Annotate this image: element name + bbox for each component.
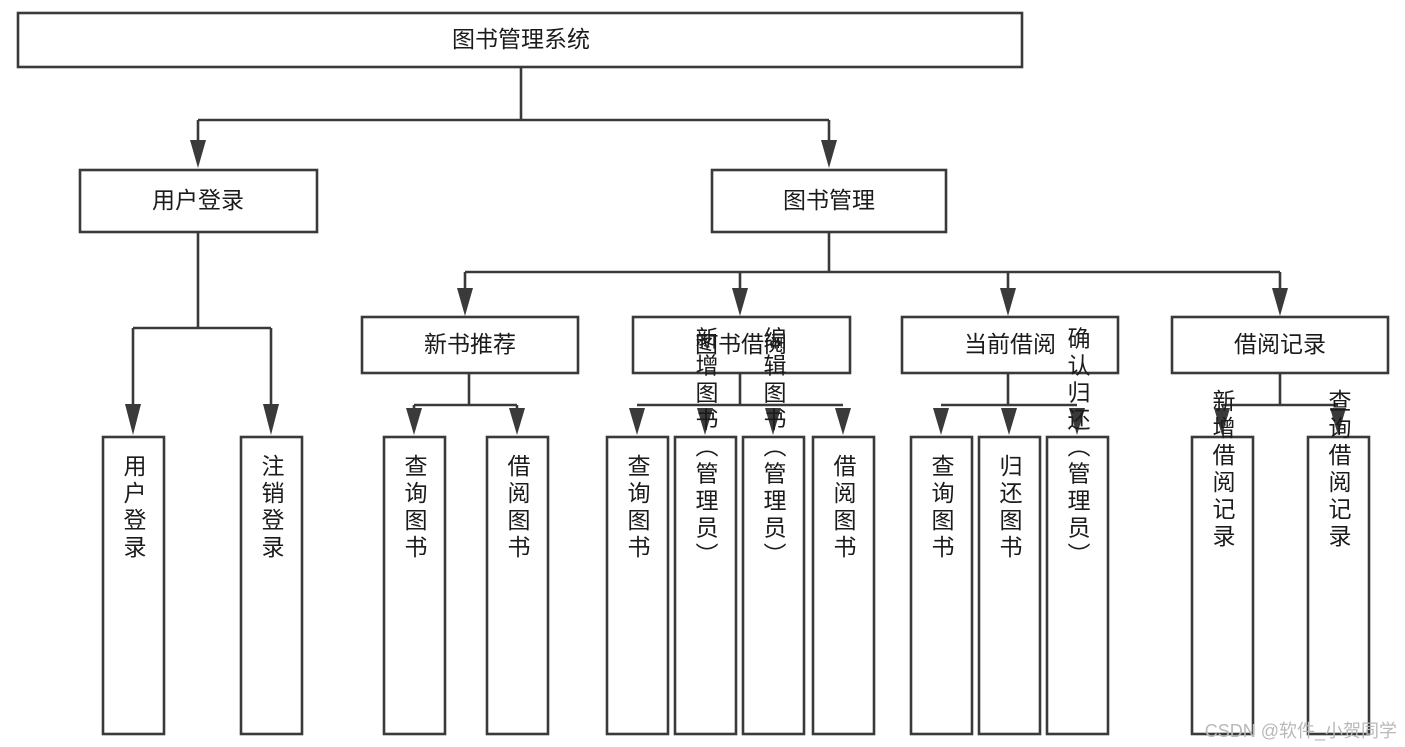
leaf-current-borrow-2-label: 归还图书 [996, 454, 1023, 562]
leaf-book-borrow-3-label: 编辑图书（管理员） [760, 327, 787, 570]
leaf-recommend-2-label: 借阅图书 [504, 454, 531, 562]
leaf-user-login-2-box[interactable] [239, 435, 304, 736]
arrow-head-user-login-leaf-2 [263, 404, 279, 435]
leaf-recommend-1-box[interactable] [382, 435, 447, 736]
arrow-head-recommend-leaf-2 [509, 408, 525, 435]
leaf-book-borrow-1-box[interactable] [605, 435, 670, 736]
leaf-user-login-1[interactable]: 用户登录 [101, 435, 166, 736]
node-new-book-recommend-box[interactable] [360, 315, 580, 375]
arrow-head-current-leaf-1 [933, 408, 949, 435]
leaf-book-borrow-4[interactable]: 借阅图书 [811, 435, 876, 736]
node-current-borrow-label: 当前借阅 [964, 331, 1056, 357]
leaf-user-login-1-box[interactable] [101, 435, 166, 736]
leaf-book-borrow-2[interactable]: 新增图书（管理员） [673, 327, 738, 736]
node-root-label: 图书管理系统 [452, 26, 590, 52]
arrow-head-current-leaf-2 [1001, 408, 1017, 435]
connector-layer [125, 67, 1346, 435]
leaf-book-borrow-3-box[interactable] [741, 435, 806, 736]
leaf-current-borrow-3[interactable]: 确认归还（管理员） [1045, 327, 1110, 736]
arrow-head-record [1272, 288, 1288, 316]
node-book-management-box[interactable] [710, 168, 948, 234]
leaf-current-borrow-1[interactable]: 查询图书 [909, 435, 974, 736]
node-book-management[interactable]: 图书管理 [710, 168, 948, 234]
node-borrow-record-box[interactable] [1170, 315, 1390, 375]
arrow-head-record-leaf-2 [1330, 408, 1346, 435]
node-current-borrow-box[interactable] [900, 315, 1120, 375]
node-root-box[interactable] [16, 11, 1024, 69]
leaf-recommend-1-label: 查询图书 [401, 454, 428, 562]
arrow-head-record-leaf-1 [1214, 408, 1230, 435]
arrow-head-borrow-leaf-2 [697, 408, 713, 435]
arrow-head-recommend-leaf-1 [406, 408, 422, 435]
node-book-borrow[interactable]: 图书借阅 [631, 315, 852, 375]
leaf-book-borrow-2-box[interactable] [673, 435, 738, 736]
leaf-book-borrow-4-label: 借阅图书 [830, 454, 857, 562]
node-book-borrow-box[interactable] [631, 315, 852, 375]
leaf-current-borrow-3-label: 确认归还（管理员） [1064, 327, 1091, 570]
node-user-login-box[interactable] [78, 168, 319, 234]
node-root[interactable]: 图书管理系统 [16, 11, 1024, 69]
arrow-head-current [1000, 288, 1016, 316]
leaf-current-borrow-2[interactable]: 归还图书 [977, 435, 1042, 736]
node-current-borrow[interactable]: 当前借阅 [900, 315, 1120, 375]
arrow-head-current-leaf-3 [1069, 408, 1085, 435]
leaf-current-borrow-1-label: 查询图书 [928, 454, 955, 562]
node-user-login[interactable]: 用户登录 [78, 168, 319, 234]
arrow-head-borrow [732, 288, 748, 316]
leaf-book-borrow-1[interactable]: 查询图书 [605, 435, 670, 736]
leaf-user-login-2[interactable]: 注销登录 [239, 435, 304, 736]
leaf-recommend-2[interactable]: 借阅图书 [485, 435, 550, 736]
node-new-book-recommend-label: 新书推荐 [424, 331, 516, 357]
leaf-user-login-2-label: 注销登录 [258, 454, 285, 562]
node-book-management-label: 图书管理 [783, 187, 875, 213]
leaf-borrow-record-1-box[interactable] [1190, 435, 1255, 736]
node-borrow-record[interactable]: 借阅记录 [1170, 315, 1390, 375]
leaf-recommend-1[interactable]: 查询图书 [382, 435, 447, 736]
leaf-recommend-2-box[interactable] [485, 435, 550, 736]
arrow-head-user-login [190, 140, 206, 168]
node-book-borrow-label: 图书借阅 [695, 331, 787, 357]
leaf-book-borrow-4-box[interactable] [811, 435, 876, 736]
arrow-head-book-mgmt [821, 140, 837, 168]
leaf-borrow-record-2-label: 查询借阅记录 [1325, 389, 1352, 551]
arrow-head-user-login-leaf-1 [125, 404, 141, 435]
leaf-borrow-record-1[interactable]: 新增借阅记录 [1190, 389, 1255, 736]
leaf-book-borrow-2-label: 新增图书（管理员） [692, 327, 719, 570]
arrow-head-borrow-leaf-4 [835, 408, 851, 435]
arrow-head-recommend [457, 288, 473, 316]
leaf-user-login-1-label: 用户登录 [120, 454, 147, 562]
leaf-book-borrow-3[interactable]: 编辑图书（管理员） [741, 327, 806, 736]
leaf-current-borrow-1-box[interactable] [909, 435, 974, 736]
node-new-book-recommend[interactable]: 新书推荐 [360, 315, 580, 375]
arrow-head-borrow-leaf-1 [629, 408, 645, 435]
leaf-book-borrow-1-label: 查询图书 [624, 454, 651, 562]
node-user-login-label: 用户登录 [152, 187, 244, 213]
node-borrow-record-label: 借阅记录 [1234, 331, 1326, 357]
leaf-borrow-record-1-label: 新增借阅记录 [1209, 389, 1236, 551]
leaf-borrow-record-2[interactable]: 查询借阅记录 [1306, 389, 1371, 736]
leaf-current-borrow-3-box[interactable] [1045, 435, 1110, 736]
leaf-borrow-record-2-box[interactable] [1306, 435, 1371, 736]
leaf-current-borrow-2-box[interactable] [977, 435, 1042, 736]
arrow-head-borrow-leaf-3 [765, 408, 781, 435]
